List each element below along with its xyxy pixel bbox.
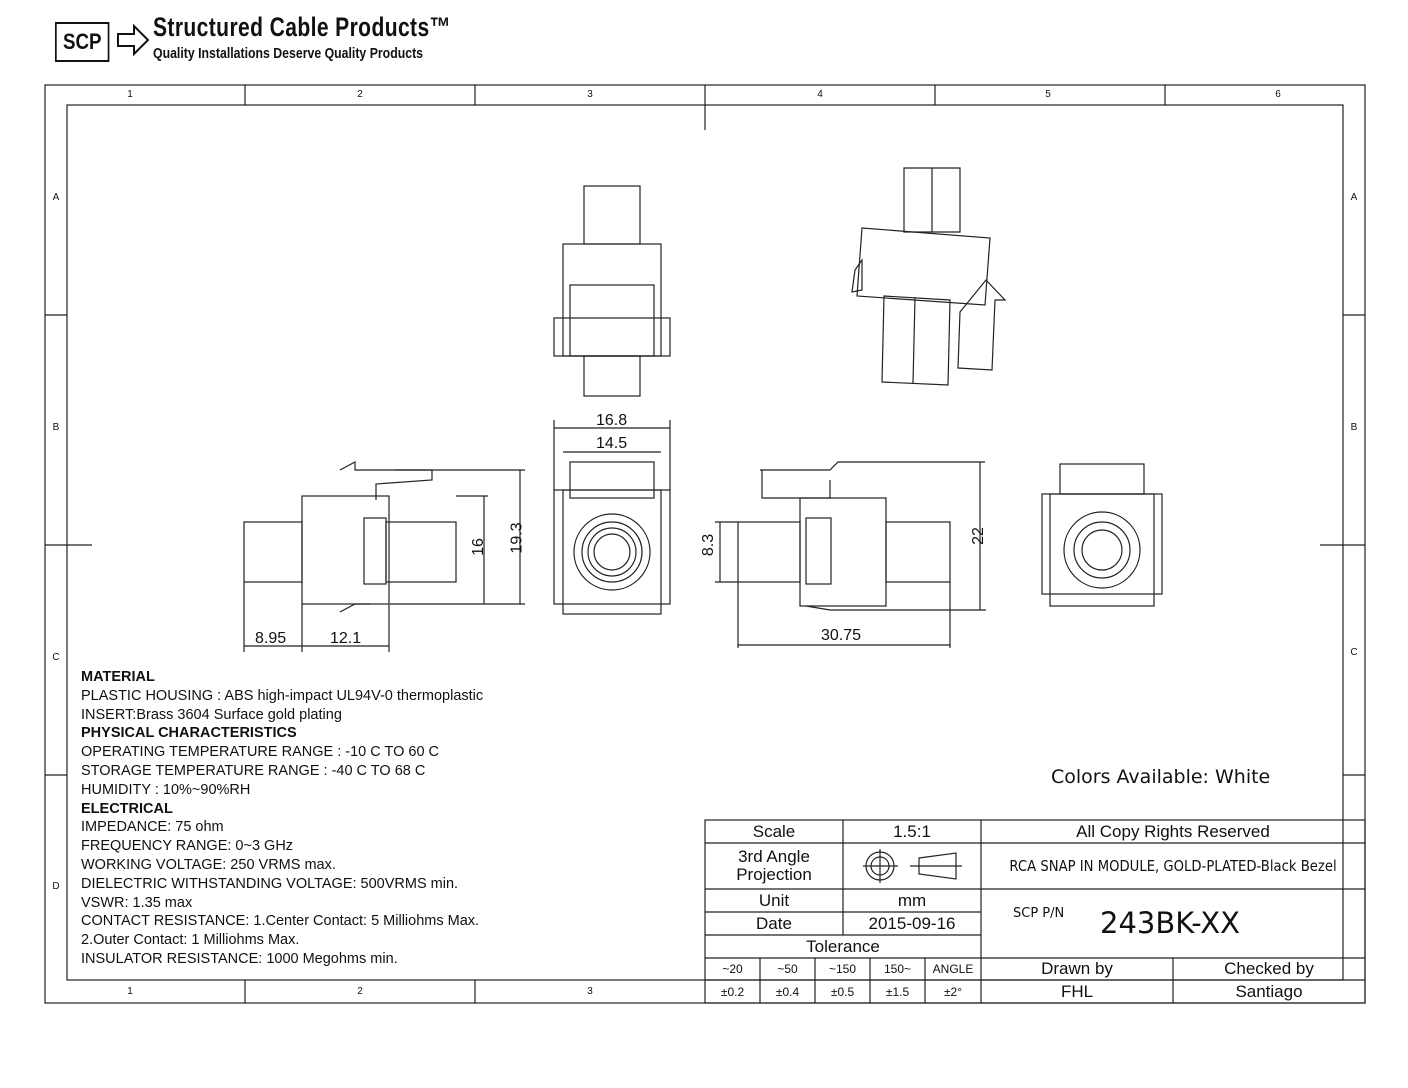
logo-arrow-icon [117,23,150,57]
side-view-left-drawing [243,461,525,652]
dimension-label: 8.3 [700,533,718,557]
row-label: B [52,422,60,433]
dimension-label: 19.3 [508,522,526,554]
row-label: C [1350,647,1358,658]
tolerance-value: ±0.5 [830,984,855,999]
spec-line: IMPEDANCE: 75 ohm [81,819,224,836]
tolerance-range: ~20 [722,962,743,976]
dimension-label: 12.1 [330,630,362,647]
column-label: 2 [357,89,363,100]
row-label: C [52,652,60,663]
tolerance-value: ±0.4 [775,984,800,999]
column-label: 2 [357,986,363,997]
dimension-label: 8.95 [255,630,287,647]
column-label: 1 [127,89,133,100]
row-label: A [52,192,60,203]
spec-line: STORAGE TEMPERATURE RANGE : -40 C TO 68 … [81,763,426,779]
part-number: 243BK-XX [1100,906,1240,940]
row-label: A [1350,192,1358,203]
drawn-by: FHL [1060,981,1094,1001]
tolerance-range: ANGLE [932,962,974,976]
copyright: All Copy Rights Reserved [1076,821,1270,841]
tolerance-range: 150~ [883,962,912,976]
spec-line: 2.Outer Contact: 1 Milliohms Max. [81,932,300,949]
tolerance-range: ~150 [828,962,857,976]
scp-logo-mark: SCP [55,22,110,62]
date-value: 2015-09-16 [868,913,956,933]
scale-value: 1.5:1 [893,821,931,841]
spec-line: FREQUENCY RANGE: 0~3 GHz [81,838,294,855]
checked-by-label: Checked by [1224,959,1314,978]
spec-line: CONTACT RESISTANCE: 1.Center Contact: 5 … [81,913,480,930]
spec-heading: MATERIAL [81,669,155,685]
drawn-by-label: Drawn by [1041,959,1113,978]
column-label: 3 [587,89,593,100]
spec-line: INSERT:Brass 3604 Surface gold plating [81,706,342,723]
column-label: 3 [587,986,593,997]
spec-line: PLASTIC HOUSING : ABS high-impact UL94V-… [81,687,484,704]
rear-view-drawing [1041,463,1163,607]
unit-value: mm [897,890,927,910]
front-view-drawing [553,420,671,615]
spec-heading: ELECTRICAL [81,800,173,817]
dimension-label: 16 [469,538,487,556]
tolerance-label: Tolerance [806,936,880,956]
dimension-label: 16.8 [596,412,628,429]
scale-label: Scale [752,821,796,841]
row-label: D [52,881,60,892]
spec-line: WORKING VOLTAGE: 250 VRMS max. [81,857,336,873]
unit-label: Unit [758,890,790,910]
row-label: B [1350,422,1358,433]
part-number-label: SCP P/N [1013,906,1065,921]
title-block-lines [704,819,1366,1004]
checked-by: Santiago [1235,981,1303,1001]
colors-available: Colors Available: White [1051,766,1271,788]
top-view-drawing [553,185,671,397]
tolerance-range: ~50 [777,962,798,976]
spec-line: HUMIDITY : 10%~90%RH [81,781,251,798]
dimension-label: 22 [969,527,987,545]
dimension-label: 30.75 [821,627,862,644]
spec-line: VSWR: 1.35 max [81,894,193,911]
isometric-view-drawing [851,167,1007,386]
part-description: RCA SNAP IN MODULE, GOLD-PLATED-Black Be… [1009,857,1337,875]
tolerance-value: ±2° [943,984,963,999]
third-angle-projection-icon [863,849,962,883]
spec-heading: PHYSICAL CHARACTERISTICS [81,725,297,742]
spec-line: INSULATOR RESISTANCE: 1000 Megohms min. [81,951,398,967]
tolerance-value: ±0.2 [720,984,745,999]
column-label: 6 [1275,89,1281,100]
logo-title: Structured Cable Products™ [153,12,452,42]
column-label: 4 [817,89,823,100]
spec-line: DIELECTRIC WITHSTANDING VOLTAGE: 500VRMS… [81,875,459,892]
side-view-right-drawing [715,461,986,648]
dimension-label: 14.5 [596,435,628,452]
column-label: 1 [127,986,133,997]
spec-line: OPERATING TEMPERATURE RANGE : -10 C TO 6… [81,744,440,761]
grid-dividers [45,85,1365,1003]
tolerance-value: ±1.5 [885,984,910,999]
projection-label: 3rd Angle Projection [736,847,812,884]
date-label: Date [756,913,792,933]
logo-tagline: Quality Installations Deserve Quality Pr… [153,45,424,62]
column-label: 5 [1045,89,1051,100]
